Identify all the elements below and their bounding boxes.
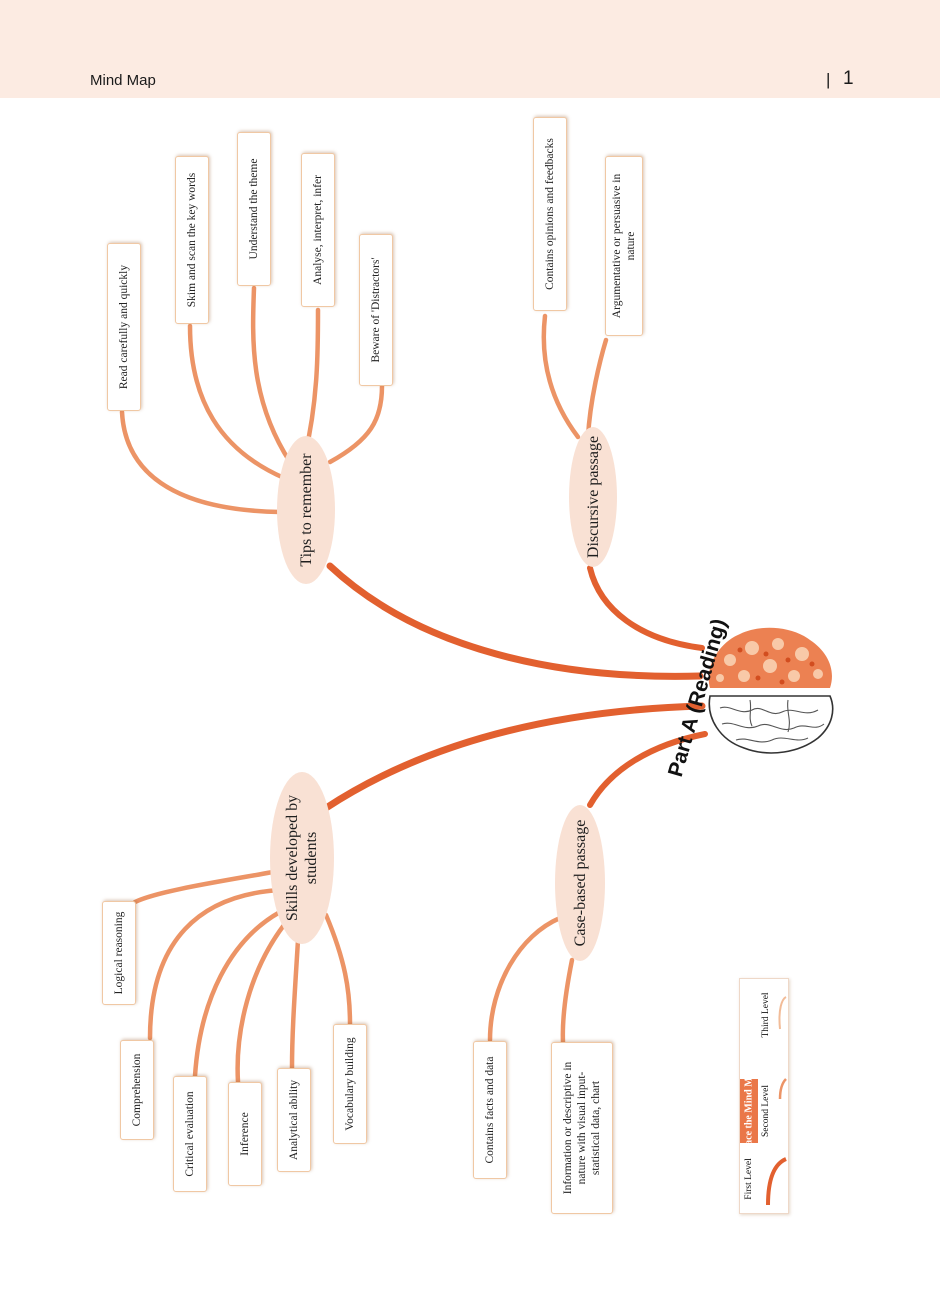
node-discursive-passage: Discursive passage bbox=[569, 427, 617, 567]
legend-title-bar: Trace the Mind Map bbox=[740, 1067, 758, 1155]
leaf-analytical-ability: Analytical ability bbox=[277, 1068, 311, 1172]
legend-swatch-third bbox=[778, 996, 787, 1030]
legend-swatch-second bbox=[778, 1078, 787, 1100]
link-center-case bbox=[587, 731, 708, 808]
leaf-inference: Inference bbox=[228, 1082, 262, 1186]
leaf-analyse-interpret: Analyse, interpret, infer bbox=[301, 153, 335, 307]
brain-lower-half bbox=[708, 695, 834, 754]
node-skills-developed: Skills developed by students bbox=[270, 772, 334, 944]
leaf-logical-reasoning: Logical reasoning bbox=[102, 901, 136, 1005]
leaf-skim-and-scan: Skim and scan the key words bbox=[175, 156, 209, 324]
brain-illustration bbox=[708, 627, 834, 754]
legend-box: Trace the Mind Map First Level Second Le… bbox=[739, 978, 789, 1214]
link-center-tips bbox=[326, 562, 704, 680]
legend-swatch-first bbox=[766, 1157, 787, 1206]
leaf-understand-theme: Understand the theme bbox=[237, 132, 271, 286]
first-level-links bbox=[322, 562, 708, 812]
link-center-skills bbox=[322, 702, 706, 812]
leaf-read-carefully: Read carefully and quickly bbox=[107, 243, 141, 411]
leaf-vocabulary-building: Vocabulary building bbox=[333, 1024, 367, 1144]
leaf-information-descriptive: Information or descriptive in nature wit… bbox=[551, 1042, 613, 1214]
leaf-opinions-feedbacks: Contains opinions and feedbacks bbox=[533, 117, 567, 311]
page-number: 1 bbox=[843, 68, 854, 89]
leaf-beware-distractors: Beware of 'Distractors' bbox=[359, 234, 393, 386]
header-title: Mind Map bbox=[90, 72, 156, 89]
leaf-facts-and-data: Contains facts and data bbox=[473, 1041, 507, 1179]
header-separator: | bbox=[826, 70, 831, 89]
link-center-discursive bbox=[587, 565, 705, 651]
node-tips-to-remember: Tips to remember bbox=[277, 436, 335, 584]
node-case-based-passage: Case-based passage bbox=[555, 805, 605, 961]
leaf-comprehension: Comprehension bbox=[120, 1040, 154, 1140]
second-level-links bbox=[119, 285, 609, 1085]
leaf-argumentative: Argumentative or persuasive in nature bbox=[605, 156, 643, 336]
leaf-critical-evaluation: Critical evaluation bbox=[173, 1076, 207, 1192]
legend-swatches bbox=[766, 996, 787, 1206]
page-header: Mind Map | 1 bbox=[0, 0, 940, 98]
